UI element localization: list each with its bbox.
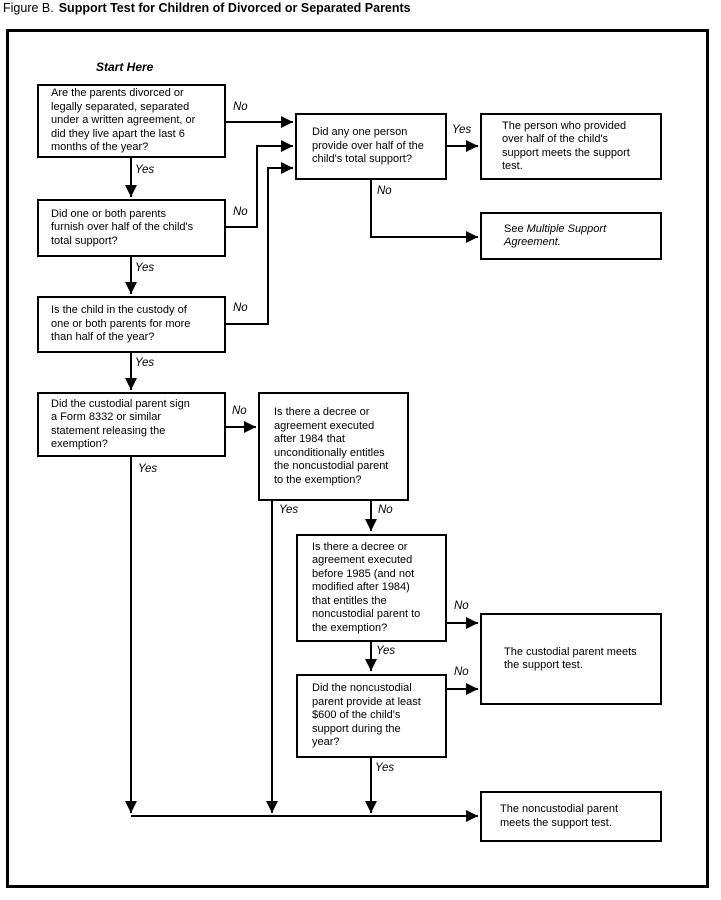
question-text: Is there a decree or agreement executed … [274,406,389,486]
result-text: The person who provided over half of the… [502,119,630,173]
edge-label-q1-no: No [233,101,248,113]
question-text: Did the noncustodial parent provide at l… [312,682,421,749]
question-box-form-8332: Did the custodial parent sign a Form 833… [37,392,226,457]
question-text: Is there a decree or agreement executed … [312,540,421,634]
figure-label: Figure B. [3,1,54,15]
result-box-noncustodial-parent-meets-test: The noncustodial parent meets the suppor… [480,791,662,842]
question-text: Is the child in the custody of one or bo… [51,304,191,344]
result-text: See Multiple Support Agreement. [504,223,606,250]
result-box-custodial-parent-meets-test: The custodial parent meets the support t… [480,613,662,705]
edge-label-q2-no: No [233,206,248,218]
edge-label-q1-yes: Yes [135,164,155,176]
start-here-label: Start Here [96,60,154,74]
result-box-see-multiple-support-agreement: See Multiple Support Agreement. [480,212,662,260]
result-text: The custodial parent meets the support t… [504,645,637,672]
question-box-decree-before-1985: Is there a decree or agreement executed … [296,534,447,642]
question-box-one-person-support: Did any one person provide over half of … [295,113,447,180]
figure-title: Figure B. Support Test for Children of Di… [3,1,411,15]
edge-label-q7-yes: Yes [376,645,396,657]
question-box-parents-furnish-support: Did one or both parents furnish over hal… [37,199,226,257]
question-box-decree-after-1984: Is there a decree or agreement executed … [258,392,409,501]
edge-label-q6-yes: Yes [279,504,299,516]
edge-label-q7-no: No [454,600,469,612]
question-box-parents-divorced: Are the parents divorced or legally sepa… [37,84,226,158]
edge-label-q2-yes: Yes [135,262,155,274]
figure-frame [6,29,709,888]
edge-label-q5-no: No [377,185,392,197]
see-prefix: See [504,222,527,235]
edge-label-q6-no: No [378,504,393,516]
question-box-child-custody: Is the child in the custody of one or bo… [37,296,226,353]
question-text: Did the custodial parent sign a Form 833… [51,397,190,451]
edge-label-q3-no: No [233,302,248,314]
question-text: Did any one person provide over half of … [312,126,424,166]
edge-label-q8-no: No [454,666,469,678]
edge-label-q3-yes: Yes [135,357,155,369]
question-text: Did one or both parents furnish over hal… [51,207,194,247]
edge-label-q4-no: No [232,405,247,417]
edge-label-q5-yes: Yes [452,124,472,136]
edge-label-q4-yes: Yes [138,463,158,475]
result-box-person-meets-support-test: The person who provided over half of the… [480,113,662,180]
question-box-600-dollars-support: Did the noncustodial parent provide at l… [296,674,447,758]
edge-label-q8-yes: Yes [375,762,395,774]
result-text: The noncustodial parent meets the suppor… [500,803,619,829]
multiple-support-agreement-reference: Multiple Support Agreement. [504,222,607,249]
figure-title-text: Support Test for Children of Divorced or… [58,1,411,15]
question-text: Are the parents divorced or legally sepa… [51,87,196,154]
